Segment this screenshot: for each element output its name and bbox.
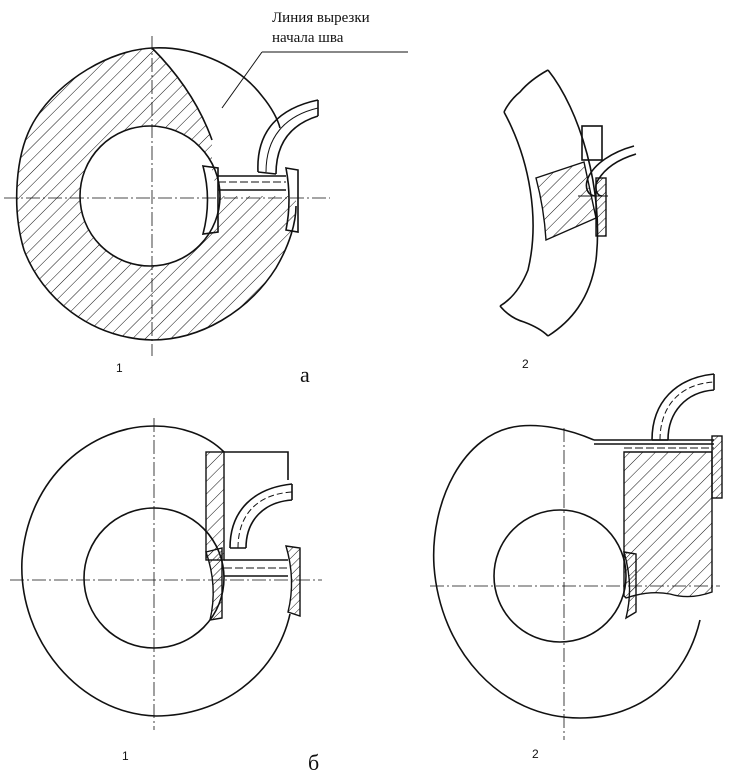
elbow-inner-b1 <box>237 491 293 549</box>
elbow-inner-a1 <box>265 107 319 173</box>
hatched-section-a2 <box>535 161 597 242</box>
elbow-inner-b2 <box>659 381 715 441</box>
figure-label: 1 <box>116 361 123 375</box>
group-label-b: б <box>308 750 319 774</box>
group-label-a: а <box>300 362 310 387</box>
inner-bore-b2 <box>493 509 627 643</box>
flange-a2 <box>595 177 607 237</box>
tube-a2 <box>585 145 637 197</box>
hatched-ring-a1 <box>16 48 297 340</box>
inner-bore-a1 <box>79 125 221 267</box>
callout-line1: Линия вырезки <box>272 10 370 26</box>
flange-left-b1 <box>205 547 223 621</box>
block-a2 <box>581 125 603 161</box>
flange-right-a1 <box>285 167 299 233</box>
flange-left-b2 <box>623 551 637 620</box>
elbow-b2 <box>651 373 715 441</box>
hatched-wall-b1 <box>205 451 225 561</box>
break-top-a2 <box>503 69 549 113</box>
callout: Линия вырезки начала шва <box>221 10 408 109</box>
figure-b2: 2 <box>430 373 723 761</box>
figure-a2: 2 <box>499 69 637 371</box>
figure-a1: 1 <box>4 36 330 375</box>
outer-contour-b1 <box>21 425 291 717</box>
callout-leader <box>221 51 263 109</box>
flange-b2 <box>711 435 723 499</box>
break-bot-a2 <box>499 305 549 337</box>
elbow-b1 <box>229 483 293 549</box>
hatched-block-b2 <box>623 451 713 599</box>
callout-line2: начала шва <box>272 30 344 46</box>
outlet-elbow-a1 <box>257 99 319 175</box>
figure-label: 2 <box>522 357 529 371</box>
scroll-top-b1 <box>224 451 289 480</box>
outer-contour-a1 <box>15 47 297 341</box>
figure-b1: 1 <box>10 418 322 763</box>
outer-top-a1 <box>151 47 281 129</box>
cut-line-a1 <box>151 47 213 141</box>
figure-label: 1 <box>122 749 129 763</box>
flange-left-a1 <box>201 165 219 235</box>
flange-right-b1 <box>285 545 301 617</box>
shell-outer-a2 <box>547 69 599 337</box>
shell-inner-a2 <box>499 111 534 307</box>
figure-label: 2 <box>532 747 539 761</box>
outer-contour-b2 <box>432 424 701 719</box>
